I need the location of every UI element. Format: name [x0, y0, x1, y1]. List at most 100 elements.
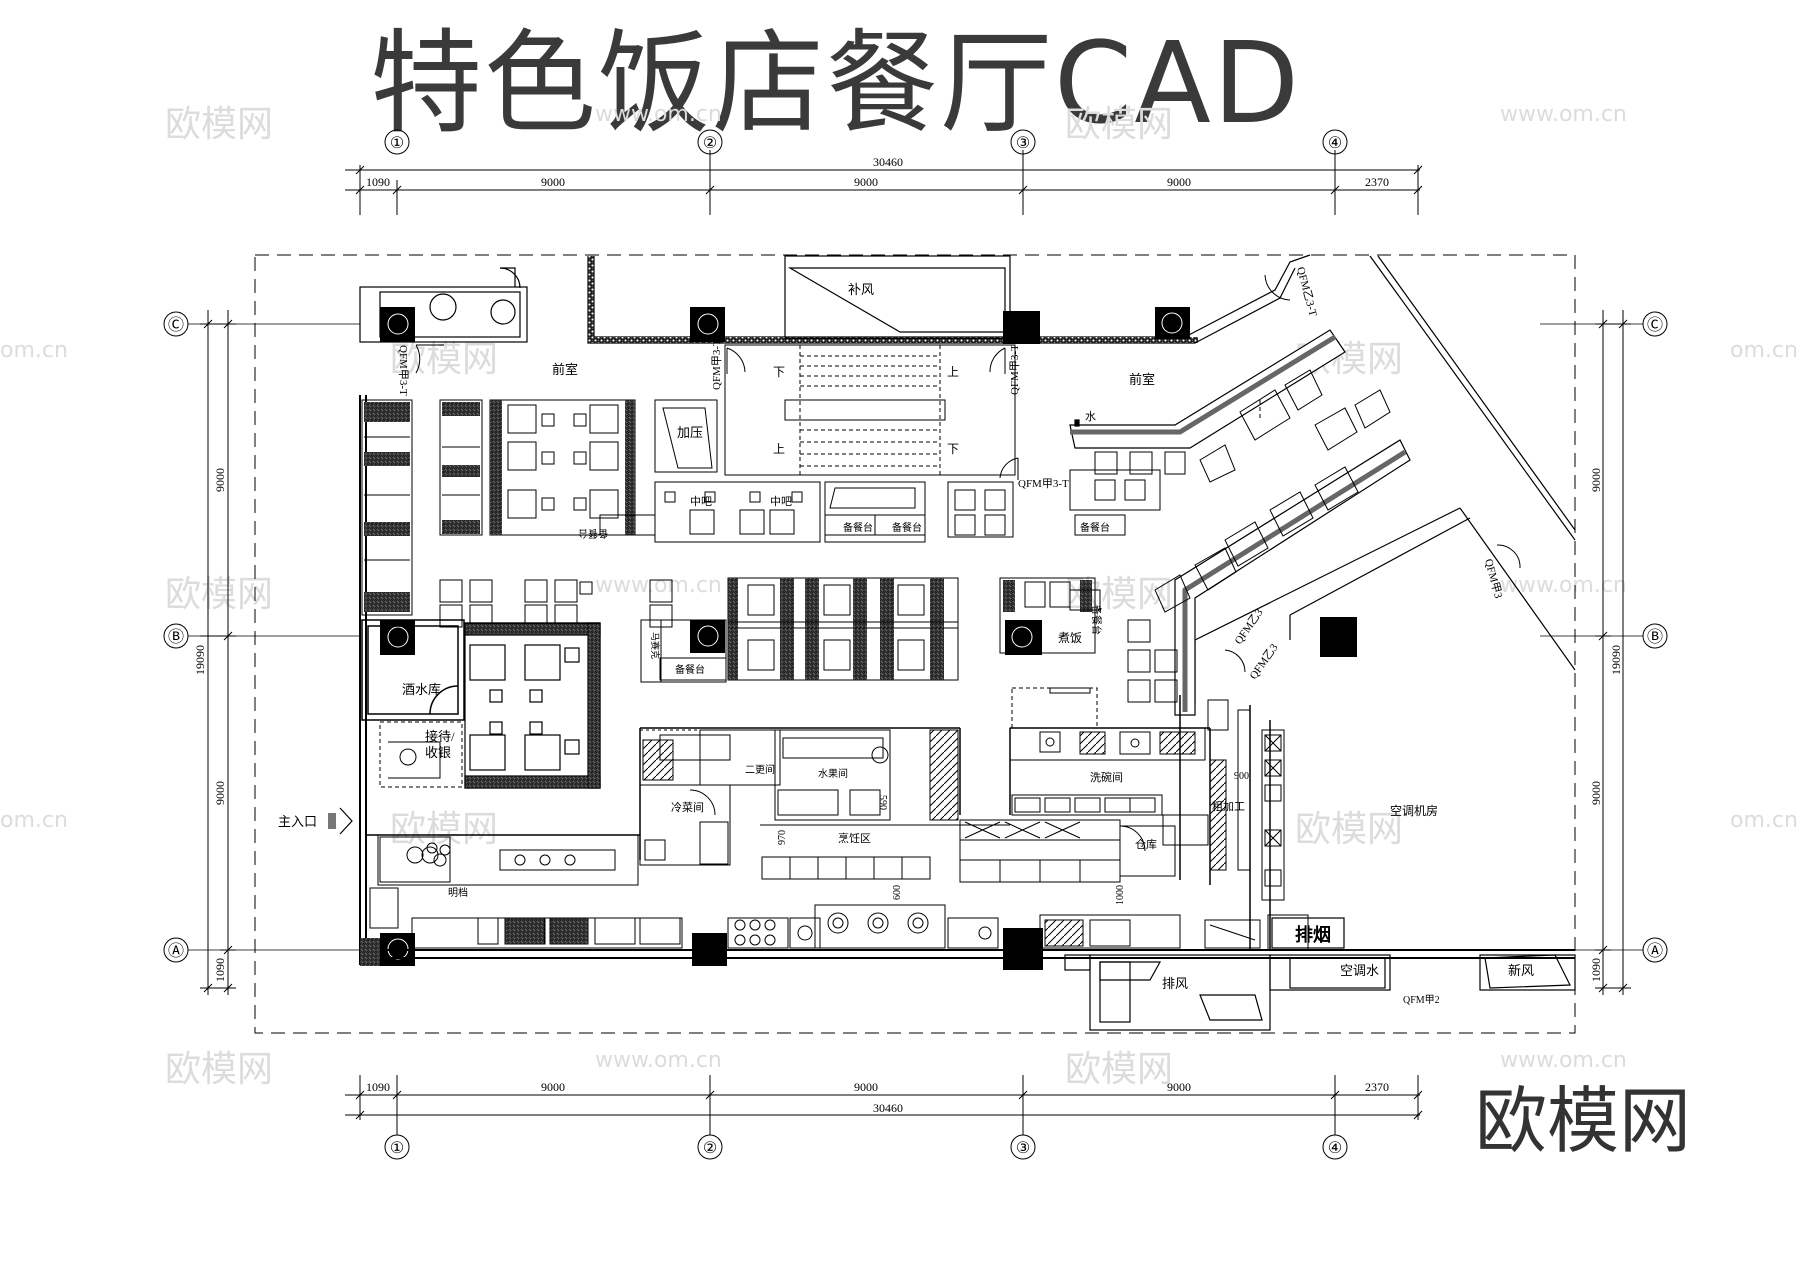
- dim-left-seg-3: 1090: [213, 958, 227, 982]
- page-title: 特色饭店餐厅CAD: [370, 19, 1302, 149]
- door-tag-4: QFM乙3-T: [1294, 265, 1320, 318]
- axis-label-a: Ⓐ: [168, 942, 184, 960]
- door-tag-7: QFM乙3: [1247, 641, 1281, 682]
- watermark: www.om.cn: [595, 1048, 722, 1073]
- door-tag-3: QFM甲3-T: [1009, 344, 1021, 395]
- door-tag-1: QFM甲3-T: [397, 345, 409, 396]
- room-shuiguojian: 水果间: [818, 767, 848, 780]
- axis-label-4: ④: [1328, 135, 1342, 152]
- room-jiaya: 加压: [677, 425, 703, 440]
- room-jiushuiku: 酒水库: [402, 682, 441, 697]
- watermark: om.cn: [0, 338, 68, 363]
- room-cangku: 仓库: [1135, 837, 1157, 851]
- watermark: om.cn: [1730, 338, 1798, 363]
- watermark: 欧模网: [390, 339, 499, 380]
- door-tag-5: QFM甲3: [1482, 558, 1504, 601]
- dim-top-total: 30460: [873, 155, 903, 169]
- axis-label-b: Ⓑ: [168, 628, 184, 646]
- dim-1000: 1000: [1115, 885, 1126, 905]
- watermark: www.om.cn: [1500, 102, 1627, 127]
- dim-top-seg-3: 9000: [854, 175, 878, 189]
- room-cujiagong: 粗加工: [1212, 800, 1245, 813]
- room-zhufan: 煮饭: [1058, 631, 1082, 645]
- watermark: 欧模网: [390, 809, 499, 850]
- dim-bottom-seg-4: 9000: [1167, 1080, 1191, 1094]
- axis-label-1: ①: [390, 135, 404, 152]
- watermark: 欧模网: [1065, 104, 1174, 145]
- room-xinfeng: 新风: [1508, 963, 1534, 978]
- top-dimension-lines: [345, 150, 1423, 215]
- dim-top-seg-1: 1090: [366, 175, 390, 189]
- door-tag-2: QFM甲3-T: [711, 339, 723, 390]
- watermark: www.om.cn: [595, 573, 722, 598]
- dim-bottom-seg-1: 1090: [366, 1080, 390, 1094]
- stair-up-1: 上: [947, 365, 959, 379]
- room-kongtiaoshui: 空调水: [1340, 963, 1379, 978]
- watermark: www.om.cn: [1500, 1048, 1627, 1073]
- dim-right-seg-2: 9000: [1589, 781, 1603, 805]
- dim-left-total: 19090: [193, 645, 207, 675]
- label-zhongba-2: 中吧: [770, 495, 792, 508]
- room-kongtiao-jifang: 空调机房: [1390, 803, 1438, 818]
- door-tag-9: QFM甲3-T: [1018, 478, 1069, 490]
- axis-label-2: ②: [703, 135, 717, 152]
- watermark: om.cn: [1730, 808, 1798, 833]
- room-pengrenqu: 烹饪区: [838, 831, 871, 845]
- dim-left-seg-2: 9000: [213, 781, 227, 805]
- watermark: 欧模网: [165, 1049, 274, 1090]
- dim-970: 970: [777, 830, 788, 845]
- dim-right-seg-3: 1090: [1589, 958, 1603, 982]
- label-zhongba-1: 中吧: [690, 495, 712, 508]
- room-ergengjian: 二更间: [745, 763, 775, 776]
- dim-bottom-seg-2: 9000: [541, 1080, 565, 1094]
- stair-up-2: 上: [773, 442, 785, 456]
- axis-label-c: Ⓒ: [168, 316, 184, 334]
- watermark: 欧模网: [165, 104, 274, 145]
- dim-bottom-seg-3: 9000: [854, 1080, 878, 1094]
- dim-590: 590: [877, 795, 888, 810]
- door-tag-6: QFM乙3: [1232, 606, 1266, 647]
- watermark: www.om.cn: [595, 102, 722, 127]
- axis-label-b-right: Ⓑ: [1647, 628, 1663, 646]
- dim-bottom-seg-5: 2370: [1365, 1080, 1389, 1094]
- dim-top-seg-4: 9000: [1167, 175, 1191, 189]
- label-beicantai-6: 备餐台: [1090, 605, 1103, 635]
- dim-top-seg-2: 9000: [541, 175, 565, 189]
- dim-right-total: 19090: [1609, 645, 1623, 675]
- center-booths: [727, 577, 959, 681]
- axis-label-3-bottom: ③: [1016, 1140, 1030, 1157]
- axis-label-1-bottom: ①: [390, 1140, 404, 1157]
- room-xiwanjian: 洗碗间: [1090, 770, 1123, 784]
- brand-logo-text: 欧模网: [1475, 1079, 1692, 1163]
- room-qianshi-left: 前室: [552, 362, 578, 377]
- room-paiyan: 排烟: [1295, 924, 1331, 945]
- dim-600: 600: [892, 885, 903, 900]
- door-tag-8: QFM甲2: [1403, 995, 1440, 1006]
- label-beicantai-5: 备餐台: [675, 663, 705, 676]
- label-beicantai-4: 备餐台: [1080, 521, 1110, 534]
- dim-right-seg-1: 9000: [1589, 468, 1603, 492]
- axis-label-c-right: Ⓒ: [1647, 316, 1663, 334]
- axis-label-3: ③: [1016, 135, 1030, 152]
- axis-label-a-right: Ⓐ: [1647, 942, 1663, 960]
- stair-down-2: 下: [947, 442, 959, 456]
- axis-label-2-bottom: ②: [703, 1140, 717, 1157]
- label-beicantai-3: 备餐台: [892, 521, 922, 534]
- room-shouyin: 收银: [425, 745, 451, 760]
- label-entrance: 主入口: [278, 814, 317, 829]
- axis-label-4-bottom: ④: [1328, 1140, 1342, 1157]
- dim-bottom-total: 30460: [873, 1101, 903, 1115]
- room-bufeng: 补风: [848, 282, 874, 297]
- label-mosaic: 马赛克: [650, 632, 661, 659]
- label-beicantai-1: 备餐台: [578, 527, 608, 540]
- dim-900: 900: [1234, 771, 1249, 782]
- label-beicantai-2: 备餐台: [843, 521, 873, 534]
- dim-top-seg-5: 2370: [1365, 175, 1389, 189]
- room-qianshi-right: 前室: [1129, 372, 1155, 387]
- watermark: om.cn: [0, 808, 68, 833]
- dim-left-seg-1: 9000: [213, 468, 227, 492]
- room-mingdang: 明档: [448, 886, 468, 899]
- room-jiedai: 接待/: [425, 729, 455, 744]
- watermark: 欧模网: [1065, 1049, 1174, 1090]
